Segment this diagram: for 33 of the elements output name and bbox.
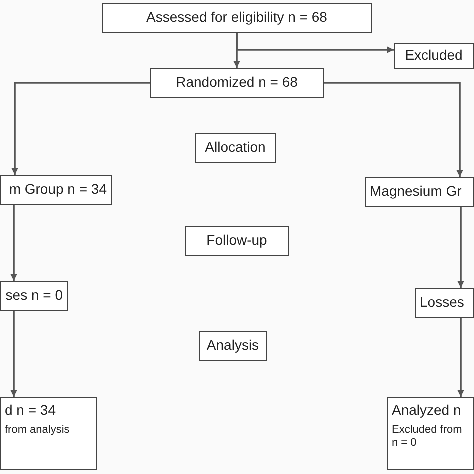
arrow (236, 33, 394, 54)
arrow (324, 82, 464, 177)
arrow (12, 82, 150, 175)
process-box (102, 3, 372, 33)
process-box (195, 133, 276, 163)
process-box (365, 177, 474, 207)
box-title: Losses (420, 294, 464, 312)
box-title: Allocation (205, 139, 266, 157)
arrow (458, 207, 464, 288)
box-title: Analyzed n (392, 402, 462, 420)
process-box (394, 43, 474, 69)
process-box (185, 226, 289, 256)
box-title: d n = 34 (5, 402, 56, 420)
process-box (150, 68, 324, 98)
process-box (199, 331, 267, 361)
box-note: from analysis (5, 424, 70, 438)
box-title: Magnesium Gr (370, 183, 462, 201)
process-box (387, 397, 474, 470)
box-title: m Group n = 34 (9, 181, 107, 199)
arrow (458, 318, 464, 397)
process-box (0, 281, 68, 311)
process-box (0, 175, 112, 205)
arrow (10, 205, 18, 281)
box-title: Assessed for eligibility n = 68 (146, 9, 328, 27)
process-box (415, 288, 474, 318)
box-title: Analysis (206, 337, 260, 355)
box-note: Excluded from n = 0 (392, 424, 464, 451)
box-title: Follow-up (206, 232, 268, 250)
arrow (10, 311, 18, 397)
process-box (0, 397, 97, 470)
box-title: ses n = 0 (6, 287, 63, 305)
box-title: Excluded (405, 47, 463, 65)
box-title: Randomized n = 68 (176, 74, 298, 92)
